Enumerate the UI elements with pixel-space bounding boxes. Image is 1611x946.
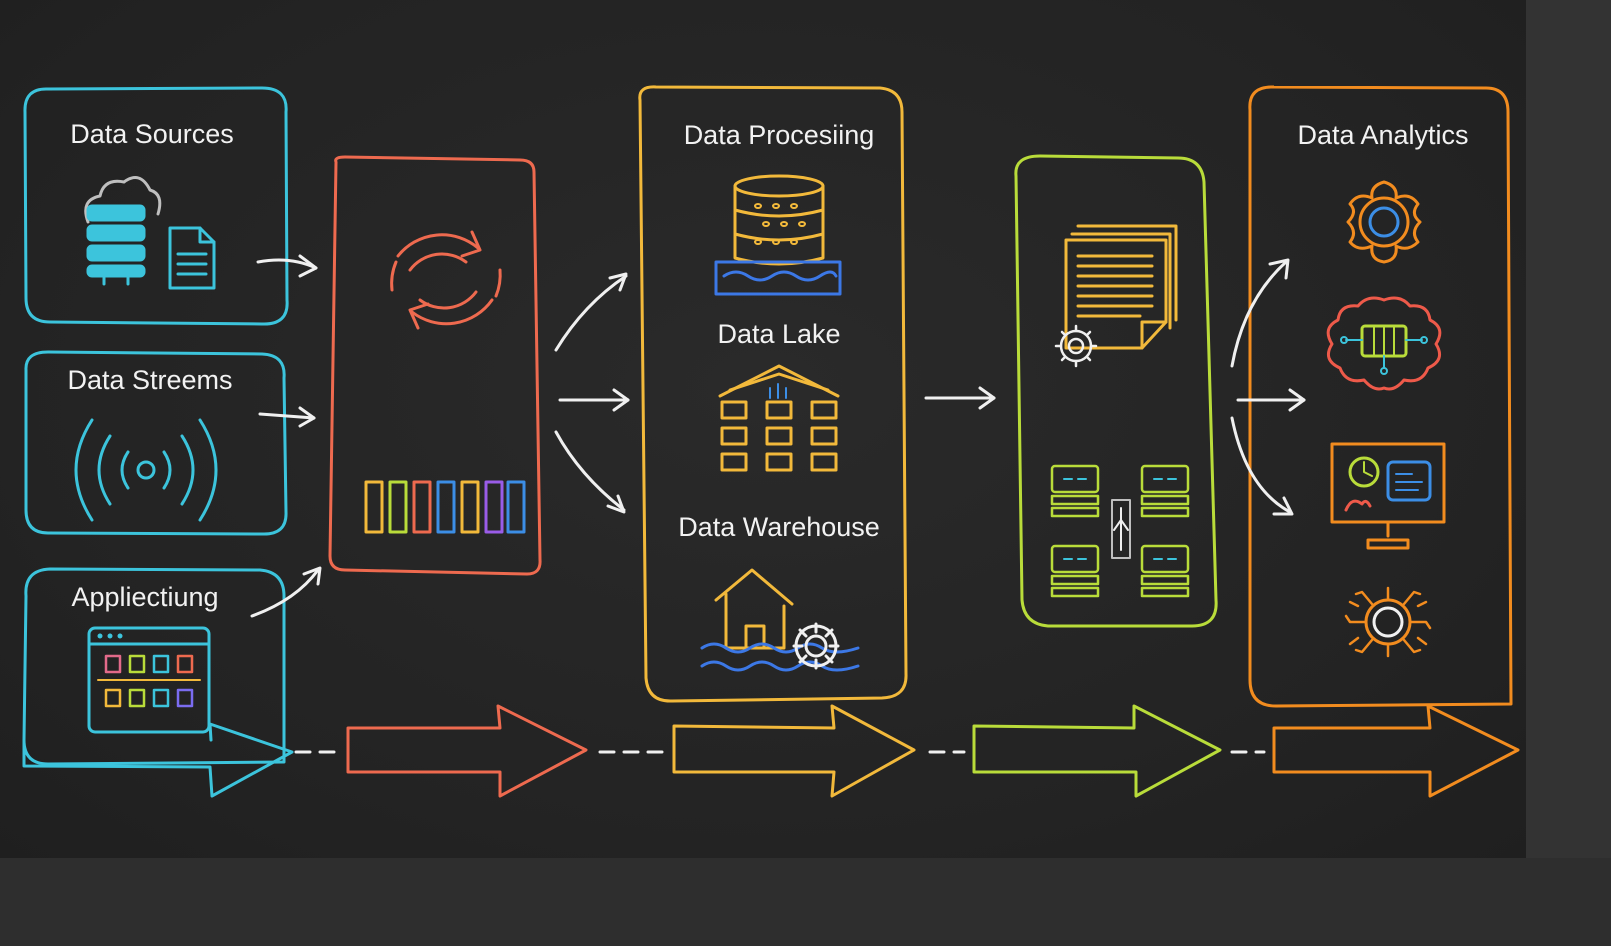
data-streams-box: Data Streems [24, 350, 288, 536]
small-gear-icon [1054, 324, 1098, 368]
arrow-application-to-ingestion [250, 566, 322, 618]
app-window-icon [87, 626, 211, 734]
bottom-flow [294, 704, 1520, 798]
gear-flower-icon [1346, 180, 1422, 264]
data-sources-box: Data Sources [23, 86, 289, 326]
documents-stack-icon [1064, 224, 1178, 350]
flow-arrow-lime [972, 704, 1222, 798]
flow-arrow-yellow [672, 704, 916, 798]
lake-waves-icon [714, 260, 842, 296]
right-margin [1526, 0, 1611, 858]
application-label: Appliectiung [71, 582, 218, 612]
sync-icon [390, 230, 502, 330]
storage-box [1014, 154, 1218, 628]
arrow-storage-to-analytics-bottom [1230, 416, 1294, 516]
arrow-sources-to-ingestion [256, 254, 318, 278]
ingestion-box [328, 155, 542, 576]
arrow-ingestion-to-processing-bottom [554, 430, 626, 514]
bottom-margin [0, 858, 1611, 946]
arrow-ingestion-to-processing-mid [558, 388, 630, 412]
document-icon [168, 226, 216, 290]
arrow-storage-to-analytics-mid [1236, 388, 1306, 412]
brain-chip-icon [1326, 296, 1442, 391]
arrow-storage-to-analytics-top [1230, 258, 1290, 368]
application-big-arrow [22, 722, 294, 798]
data-sources-label: Data Sources [70, 119, 234, 149]
warehouse-building-icon [718, 364, 840, 472]
data-processing-label: Data Procesiing [684, 120, 875, 150]
connector-arrows [250, 254, 1306, 618]
flow-arrow-red [346, 704, 588, 798]
data-analytics-box: Data Analytics [1248, 85, 1513, 708]
flow-arrow-orange [1272, 704, 1520, 798]
data-processing-box: Data Procesiing Data Lake [638, 85, 908, 703]
network-hub-icon [1344, 586, 1432, 658]
arrow-streams-to-ingestion [258, 406, 316, 428]
database-icon [733, 174, 825, 266]
chalkboard-background [0, 0, 1526, 858]
colored-bars-icon [364, 480, 526, 534]
servers-icon [1050, 464, 1190, 598]
data-lake-label: Data Lake [717, 319, 840, 349]
data-streams-label: Data Streems [67, 365, 232, 395]
dashboard-monitor-icon [1330, 442, 1446, 550]
data-warehouse-label: Data Warehouse [678, 512, 880, 542]
arrow-ingestion-to-processing-top [554, 272, 628, 352]
arrow-processing-to-storage [924, 386, 996, 410]
wireless-signal-icon [74, 418, 218, 522]
house-gear-icon [700, 568, 860, 672]
data-analytics-label: Data Analytics [1297, 120, 1468, 150]
application-box: Appliectiung [22, 567, 294, 798]
cloud-server-icon [84, 176, 162, 286]
